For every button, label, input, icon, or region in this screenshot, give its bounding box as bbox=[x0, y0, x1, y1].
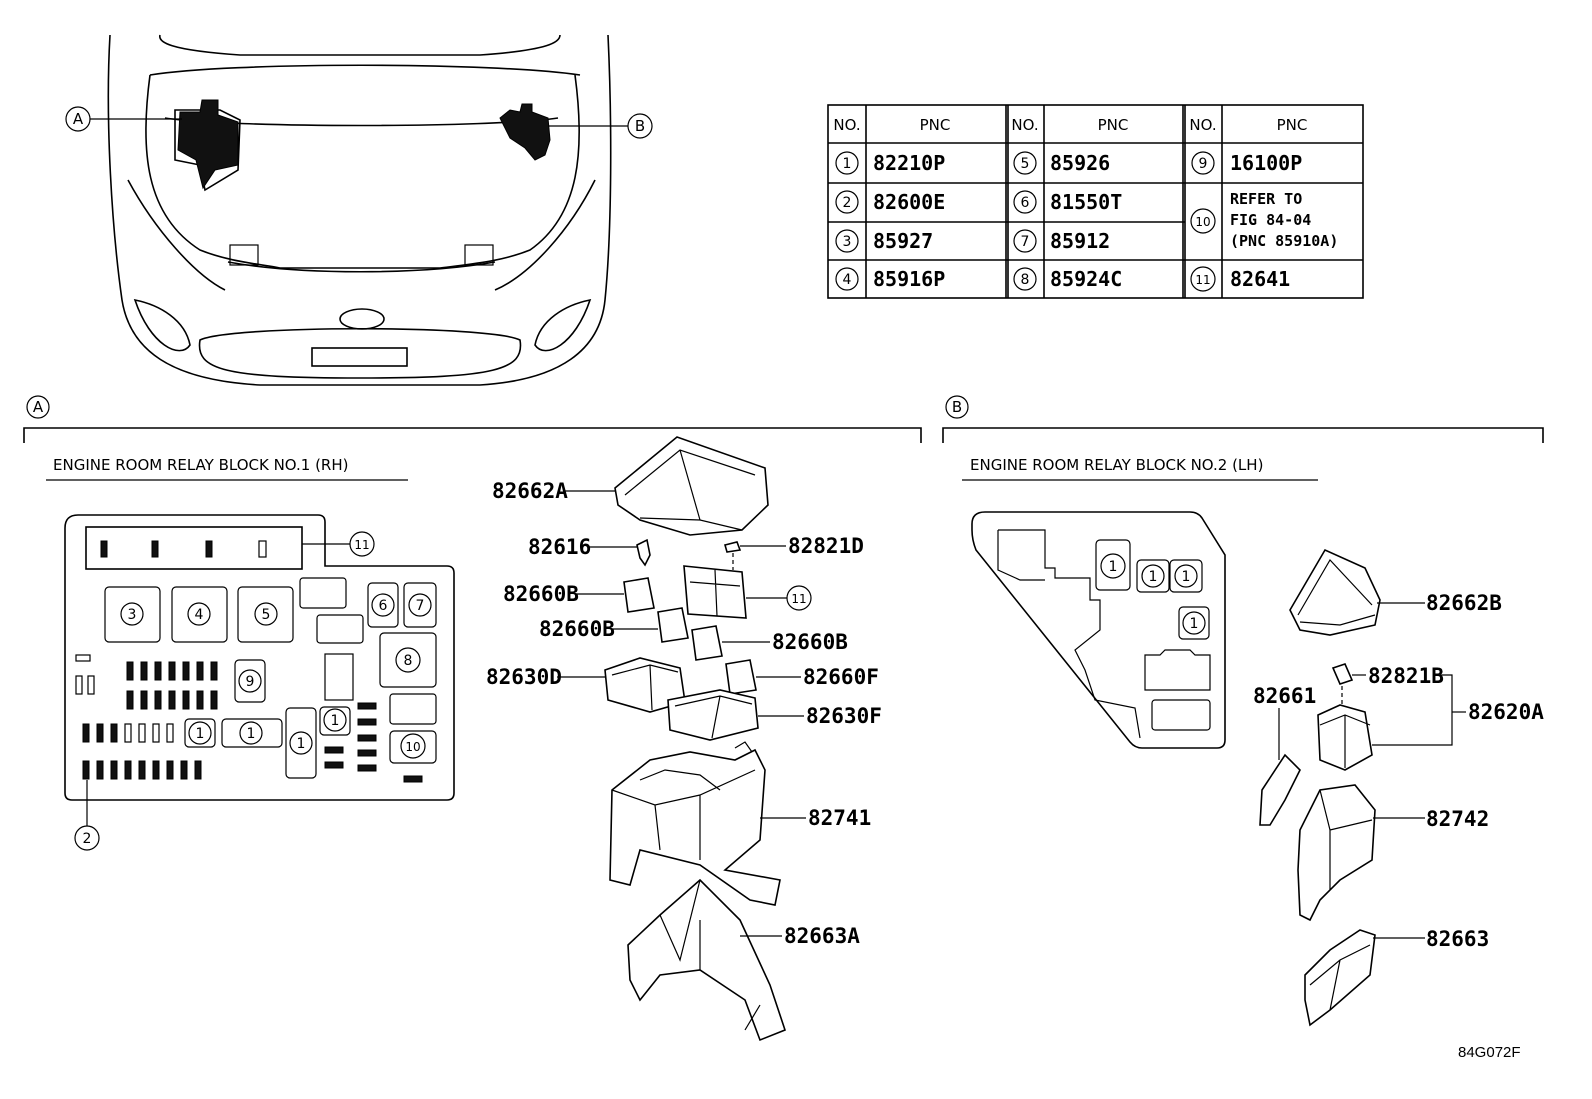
layout-num-8: 8 bbox=[404, 653, 413, 669]
table-no: 5 bbox=[1021, 156, 1030, 172]
part-82662A: 82662A bbox=[492, 479, 568, 503]
layout-num-5: 5 bbox=[262, 607, 271, 623]
vehicle-overview bbox=[65, 34, 653, 386]
layout-num-7: 7 bbox=[416, 598, 425, 614]
layout-num-2: 2 bbox=[83, 831, 92, 847]
table-pnc: 81550T bbox=[1050, 190, 1122, 214]
part-82660B: 82660B bbox=[503, 582, 579, 606]
section-b-marker: B bbox=[952, 398, 962, 416]
part-82660B: 82660B bbox=[772, 630, 848, 654]
table-pnc: 16100P bbox=[1230, 151, 1302, 175]
table-no: 1 bbox=[843, 156, 852, 172]
part-82663A: 82663A bbox=[784, 924, 860, 948]
part-82660F: 82660F bbox=[803, 665, 879, 689]
part-82741: 82741 bbox=[808, 806, 871, 830]
table-no: 2 bbox=[843, 195, 852, 211]
callout-a-overview: A bbox=[73, 110, 84, 128]
layout-num-6: 6 bbox=[379, 598, 388, 614]
layout-num-1: 1 bbox=[1182, 569, 1191, 585]
layout-num-1: 1 bbox=[297, 736, 306, 752]
layout-num-9: 9 bbox=[246, 674, 255, 690]
table-pnc: 82600E bbox=[873, 190, 945, 214]
part-82662B: 82662B bbox=[1426, 591, 1502, 615]
table-no: 7 bbox=[1021, 234, 1030, 250]
table-pnc: 82641 bbox=[1230, 267, 1290, 291]
relay-block-2-layout bbox=[971, 511, 1226, 749]
layout-num-1: 1 bbox=[196, 726, 205, 742]
table-note-line: FIG 84-04 bbox=[1230, 211, 1311, 229]
layout-num-4: 4 bbox=[195, 607, 204, 623]
layout-num-11-callout: 11 bbox=[791, 592, 806, 606]
relay-block-2-leaders bbox=[1278, 602, 1466, 939]
part-82742: 82742 bbox=[1426, 807, 1489, 831]
figure-code: 84G072F bbox=[1458, 1044, 1521, 1061]
table-pnc: 85916P bbox=[873, 267, 945, 291]
table-no: 4 bbox=[843, 272, 852, 288]
table-pnc: 85926 bbox=[1050, 151, 1110, 175]
relay-block-1-parts bbox=[604, 436, 786, 1042]
callout-b-overview: B bbox=[635, 117, 645, 135]
layout-num-1: 1 bbox=[1109, 559, 1118, 575]
table-header-pnc-2: PNC bbox=[1098, 116, 1129, 134]
part-82821D: 82821D bbox=[788, 534, 864, 558]
table-pnc: 85912 bbox=[1050, 229, 1110, 253]
table-header-no-1: NO. bbox=[833, 116, 860, 134]
table-header-pnc-1: PNC bbox=[920, 116, 951, 134]
relay-block-1-leaders bbox=[557, 490, 812, 937]
table-header-no-3: NO. bbox=[1189, 116, 1216, 134]
layout-num-10: 10 bbox=[405, 740, 420, 754]
section-b-title: ENGINE ROOM RELAY BLOCK NO.2 (LH) bbox=[970, 456, 1263, 474]
layout-num-1: 1 bbox=[1149, 569, 1158, 585]
table-pnc: 85927 bbox=[873, 229, 933, 253]
part-82660B: 82660B bbox=[539, 617, 615, 641]
table-note-line: REFER TO bbox=[1230, 190, 1302, 208]
table-no: 8 bbox=[1021, 272, 1030, 288]
layout-num-1: 1 bbox=[1190, 616, 1199, 632]
pnc-table bbox=[827, 104, 1364, 299]
layout-num-1: 1 bbox=[331, 713, 340, 729]
table-pnc: 82210P bbox=[873, 151, 945, 175]
part-82620A: 82620A bbox=[1468, 700, 1544, 724]
table-no: 11 bbox=[1195, 273, 1210, 287]
part-82821B: 82821B bbox=[1368, 664, 1444, 688]
table-header-pnc-3: PNC bbox=[1277, 116, 1308, 134]
table-pnc: 85924C bbox=[1050, 267, 1122, 291]
table-no: 9 bbox=[1199, 156, 1208, 172]
part-82630F: 82630F bbox=[806, 704, 882, 728]
part-82663: 82663 bbox=[1426, 927, 1489, 951]
table-no: 10 bbox=[1195, 215, 1210, 229]
table-note-line: (PNC 85910A) bbox=[1230, 232, 1338, 250]
section-a-marker: A bbox=[33, 398, 44, 416]
table-header-no-2: NO. bbox=[1011, 116, 1038, 134]
part-82661: 82661 bbox=[1253, 684, 1316, 708]
table-no: 6 bbox=[1021, 195, 1030, 211]
layout-num-1: 1 bbox=[247, 726, 256, 742]
part-82616: 82616 bbox=[528, 535, 591, 559]
part-82630D: 82630D bbox=[486, 665, 562, 689]
relay-block-1-layout bbox=[64, 514, 455, 851]
table-no: 3 bbox=[843, 234, 852, 250]
layout-num-11: 11 bbox=[354, 538, 369, 552]
section-a-title: ENGINE ROOM RELAY BLOCK NO.1 (RH) bbox=[53, 456, 349, 474]
relay-block-2-parts bbox=[1259, 548, 1381, 1027]
layout-num-3: 3 bbox=[128, 607, 137, 623]
